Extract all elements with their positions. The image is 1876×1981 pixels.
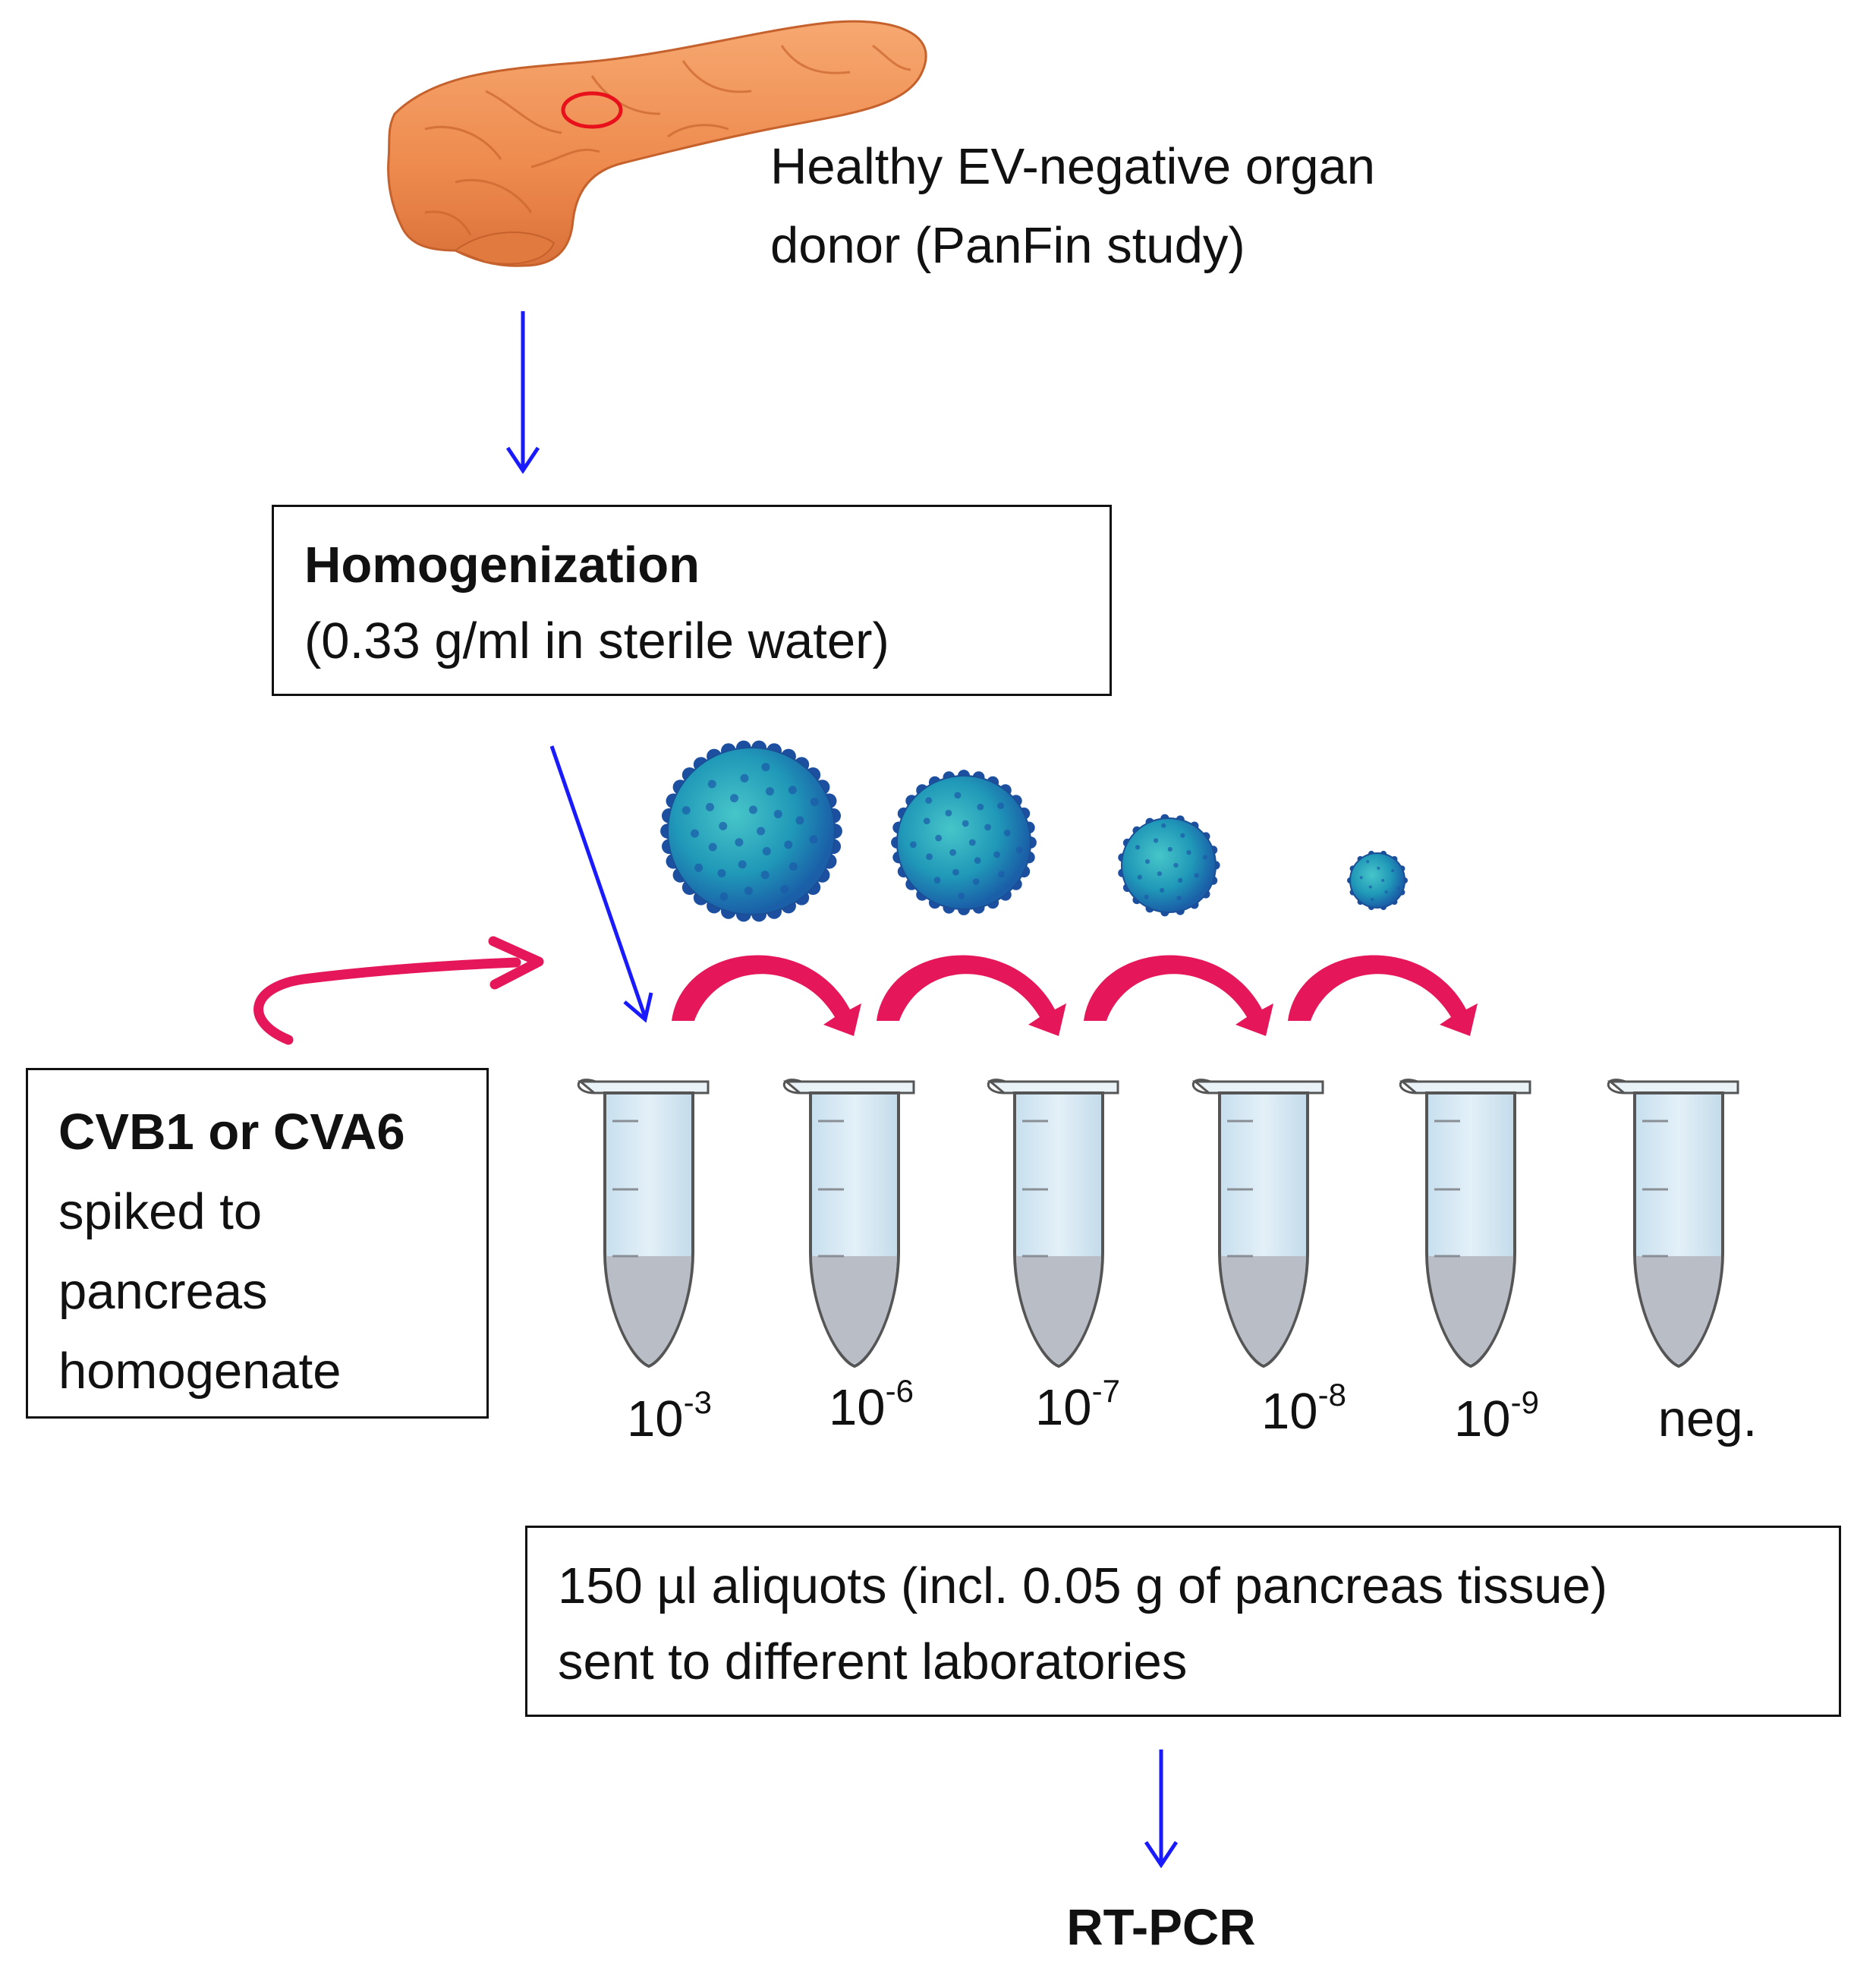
donor-label-line1: Healthy EV-negative organ [770, 138, 1376, 195]
dilution-label: 10-9 [1454, 1384, 1539, 1448]
homogenization-detail: (0.33 g/ml in sterile water) [304, 613, 889, 669]
tube-icon [577, 1079, 710, 1368]
donor-label-line2: donor (PanFin study) [770, 217, 1245, 274]
dilution-label: 10-6 [829, 1373, 914, 1437]
virus-icon [1118, 814, 1220, 917]
transfer-arrow [877, 955, 1066, 1036]
virus-icon [660, 740, 842, 922]
tube-icon [1607, 1079, 1739, 1368]
dilution-label: 10-8 [1261, 1377, 1346, 1441]
dilution-label: 10-7 [1035, 1373, 1120, 1437]
homogenization-title: Homogenization [304, 537, 700, 594]
flow-arrow-aliquots-to-rtpcr [1144, 1750, 1179, 1869]
transfer-arrow [1288, 955, 1478, 1036]
aliquots-line1: 150 µl aliquots (incl. 0.05 g of pancrea… [558, 1557, 1608, 1614]
virus-icons [660, 740, 1408, 922]
virus-icon [891, 770, 1037, 915]
transfer-arrow [672, 955, 861, 1036]
tube-icon [1399, 1079, 1531, 1368]
dilution-label: neg. [1657, 1390, 1758, 1447]
aliquots-line2: sent to different laboratories [558, 1633, 1188, 1690]
rt-pcr-label: RT-PCR [1066, 1899, 1256, 1956]
tube-icon [987, 1079, 1119, 1368]
spike-title: CVB1 or CVA6 [58, 1104, 405, 1161]
spike-arrow [253, 936, 544, 1045]
homogenization-box: Homogenization (0.33 g/ml in sterile wat… [272, 505, 1112, 696]
transfer-arrow [1084, 955, 1273, 1036]
spike-box: CVB1 or CVA6 spiked to pancreas homogena… [26, 1068, 489, 1419]
aliquots-box: 150 µl aliquots (incl. 0.05 g of pancrea… [525, 1526, 1841, 1717]
virus-icon [1347, 850, 1408, 911]
spike-line1: spiked to [58, 1183, 263, 1240]
pancreas-icon [387, 20, 927, 267]
transfer-arrows [672, 955, 1478, 1036]
dilution-label: 10-3 [627, 1384, 712, 1448]
tube-icon [782, 1079, 915, 1368]
tubes [577, 1079, 1739, 1368]
flow-arrow-homogenization-to-tubes [549, 745, 653, 1023]
flow-arrow-donor-to-homogenization [505, 311, 540, 474]
spike-line3: homogenate [58, 1343, 342, 1400]
spike-line2: pancreas [58, 1263, 268, 1320]
donor-label: Healthy EV-negative organ donor (PanFin … [770, 128, 1375, 285]
tube-icon [1191, 1079, 1324, 1368]
